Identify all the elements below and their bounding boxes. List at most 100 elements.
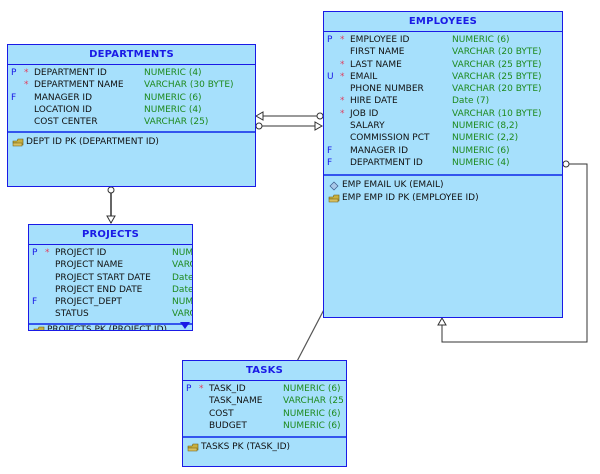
entity-title: DEPARTMENTS: [8, 45, 255, 65]
entity-title: PROJECTS: [29, 225, 192, 245]
key-text: DEPT ID PK (DEPARTMENT ID): [26, 137, 159, 147]
column-type: VARCHAR (30 BYTE): [144, 80, 234, 91]
column-name: BUDGET: [209, 420, 247, 431]
column-name: DEPARTMENT ID: [34, 68, 107, 78]
column-row[interactable]: F MANAGER ID NUMERIC (6): [324, 145, 562, 157]
required-asterisk-icon: *: [340, 59, 345, 70]
column-row[interactable]: F PROJECT_DEPT NUMERIC: [29, 296, 192, 308]
key-flag: P: [32, 248, 38, 258]
key-row[interactable]: TASKS PK (TASK_ID): [183, 441, 346, 454]
column-name: MANAGER ID: [34, 92, 93, 103]
key-text: PROJECTS PK (PROJECT ID): [47, 325, 168, 331]
key-row[interactable]: PROJECTS PK (PROJECT ID): [29, 324, 192, 331]
column-name: SALARY: [350, 121, 385, 132]
column-type: NUMERIC (6): [144, 92, 202, 103]
column-name: COST CENTER: [34, 117, 98, 128]
column-row[interactable]: STATUSVARCHAR: [29, 308, 192, 320]
relationship-departments-projects[interactable]: [106, 186, 116, 225]
relationship-employees-self[interactable]: [437, 160, 588, 343]
column-name: DEPARTMENT ID: [350, 157, 423, 168]
key-flag: F: [32, 297, 38, 308]
relationship-employees-departments[interactable]: [254, 111, 324, 121]
column-type: VARCHAR (10 BYTE): [452, 108, 542, 119]
column-type: NUMERIC (6): [283, 384, 341, 394]
key-list: TASKS PK (TASK_ID): [183, 438, 346, 454]
arrowhead-icon: [106, 215, 116, 225]
column-row[interactable]: F MANAGER ID NUMERIC (6): [8, 92, 255, 104]
column-type: NUMERIC (6): [452, 145, 510, 156]
column-row[interactable]: LOCATION ID NUMERIC (4): [8, 104, 255, 116]
column-type: Date (7): [452, 96, 490, 107]
column-name: EMAIL: [350, 71, 378, 82]
column-name: PROJECT NAME: [55, 260, 124, 271]
arrowhead-icon: [437, 316, 447, 326]
column-name: MANAGER ID: [350, 145, 409, 156]
column-type: Date: [172, 272, 193, 283]
key-flag: F: [327, 157, 333, 168]
key-flag: U: [327, 71, 334, 82]
column-name: TASK_ID: [209, 384, 246, 394]
key-row[interactable]: EMP EMAIL UK (EMAIL): [324, 179, 562, 192]
column-type: VARCHAR (25): [144, 117, 209, 128]
optional-circle-icon: [255, 122, 263, 130]
key-flag: F: [327, 145, 333, 156]
column-name: PROJECT ID: [55, 248, 107, 258]
column-row[interactable]: PHONE NUMBER VARCHAR (20 BYTE): [324, 83, 562, 95]
primary-key-icon: [12, 136, 24, 149]
column-name: PHONE NUMBER: [350, 84, 424, 95]
unique-key-icon: [328, 179, 340, 192]
column-name: JOB ID: [350, 108, 379, 119]
column-type: VARCHAR (20 BYTE): [452, 84, 542, 95]
key-row[interactable]: EMP EMP ID PK (EMPLOYEE ID): [324, 192, 562, 205]
column-type: NUMERIC (6): [452, 35, 510, 45]
column-name: TASK_NAME: [209, 396, 263, 407]
key-flag: P: [327, 35, 333, 45]
column-name: COST: [209, 408, 234, 419]
column-name: LAST NAME: [350, 59, 402, 70]
column-type: NUMERIC: [172, 248, 193, 258]
column-type: Date: [172, 284, 193, 295]
key-flag: F: [11, 92, 17, 103]
column-row[interactable]: F DEPARTMENT ID NUMERIC (4): [324, 157, 562, 169]
entity-projects[interactable]: PROJECTS P*PROJECT IDNUMERICPROJECT NAME…: [28, 224, 193, 331]
column-list: P*PROJECT IDNUMERICPROJECT NAMEVARCHARPR…: [29, 245, 192, 325]
column-type: NUMERIC: [172, 297, 193, 308]
column-type: NUMERIC (4): [144, 104, 202, 115]
key-row[interactable]: DEPT ID PK (DEPARTMENT ID): [8, 136, 255, 149]
required-asterisk-icon: *: [24, 80, 29, 91]
primary-key-icon: [33, 324, 45, 330]
key-flag: P: [186, 384, 192, 394]
column-name: FIRST NAME: [350, 47, 405, 58]
column-row[interactable]: COST CENTER VARCHAR (25): [8, 116, 255, 128]
scroll-down-icon[interactable]: [180, 322, 190, 329]
key-list: PROJECTS PK (PROJECT ID): [29, 321, 192, 331]
entity-title: TASKS: [183, 361, 346, 381]
column-type: NUMERIC (4): [452, 157, 510, 168]
relationship-departments-employees[interactable]: [255, 121, 324, 131]
column-name: LOCATION ID: [34, 104, 92, 115]
column-name: PROJECT_DEPT: [55, 297, 122, 308]
column-type: NUMERIC (2,2): [452, 133, 519, 144]
